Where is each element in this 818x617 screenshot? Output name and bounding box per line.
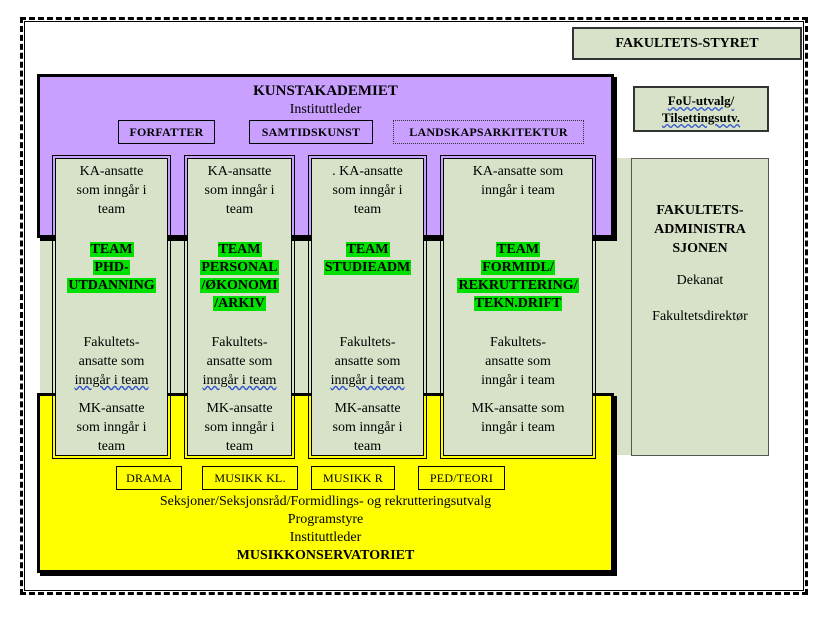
- team-name: TEAM FORMIDL/ REKRUTTERING/ TEKN.DRIFT: [457, 242, 579, 311]
- dekanat-label: Dekanat: [676, 273, 724, 288]
- musikk-line3: Instituttleder: [289, 530, 362, 545]
- musikkonservatoriet-title: MUSIKKONSERVATORIET: [236, 548, 415, 563]
- outer-frame: [20, 17, 808, 595]
- section-forfatter: FORFATTER: [118, 120, 215, 144]
- musikk-line2: Programstyre: [287, 512, 364, 527]
- team-name: TEAM PHD- UTDANNING: [67, 242, 156, 293]
- fou-line1: FoU-utvalg/: [667, 93, 735, 108]
- musikk-line1: Seksjoner/Seksjonsråd/Formidlings- og re…: [159, 494, 492, 509]
- section-drama: DRAMA: [116, 466, 182, 490]
- fakultetsstyret-box: FAKULTETS-STYRET: [572, 27, 802, 60]
- kunstakademiet-leader: Instituttleder: [289, 102, 362, 117]
- section-musikk-r: MUSIKK R: [311, 466, 395, 490]
- outer-frame-inner: [24, 21, 804, 591]
- fakultetsstyret-label: FAKULTETS-STYRET: [615, 35, 759, 51]
- fakultetsdirektor-label: Fakultetsdirektør: [652, 309, 748, 324]
- team-name: TEAM PERSONAL /ØKONOMI /ARKIV: [200, 242, 279, 311]
- team-name: TEAM STUDIEADM: [323, 242, 412, 275]
- fou-box: FoU-utvalg/ Tilsettingsutv.: [633, 86, 769, 132]
- section-ped-teori: PED/TEORI: [418, 466, 505, 490]
- section-musikk-kl: MUSIKK KL.: [202, 466, 298, 490]
- section-samtidskunst: SAMTIDSKUNST: [249, 120, 373, 144]
- kunstakademiet-title: KUNSTAKADEMIET: [253, 83, 398, 99]
- section-landskapsarkitektur: LANDSKAPSARKITEKTUR: [393, 120, 584, 144]
- fou-line2: Tilsettingsutv.: [661, 110, 741, 125]
